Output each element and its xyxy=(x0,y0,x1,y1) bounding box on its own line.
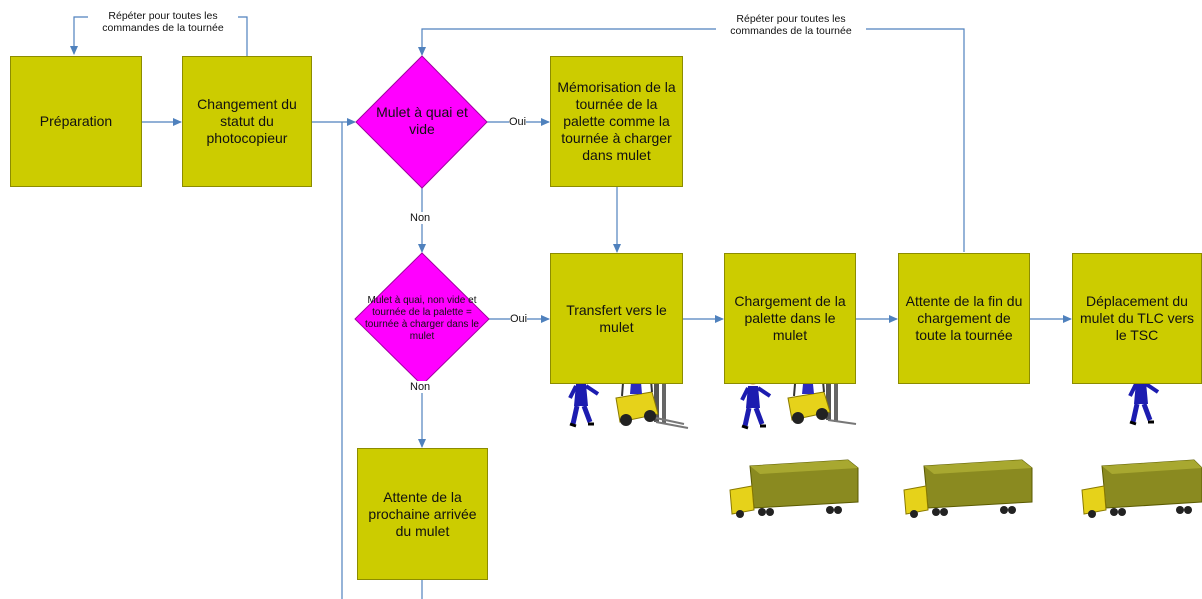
decision-2-label: Mulet à quai, non vide et tournée de la … xyxy=(365,295,479,342)
edge-label-oui-1: Oui xyxy=(509,116,527,128)
edge-label-non-2: Non xyxy=(410,381,431,393)
loop-repeat-top xyxy=(418,28,965,252)
truck-icon xyxy=(729,459,859,518)
edge-label-non-1: Non xyxy=(410,212,431,224)
decision-1-label: Mulet à quai et vide xyxy=(376,104,468,137)
node-transfert: Transfert vers le mulet xyxy=(550,253,683,384)
edge-label-oui-2: Oui xyxy=(510,313,528,325)
node-changement-statut: Changement du statut du photocopieur xyxy=(182,56,312,187)
node-chargement: Chargement de la palette dans le mulet xyxy=(724,253,856,384)
node-deplacement: Déplacement du mulet du TLC vers le TSC xyxy=(1072,253,1202,384)
repeat-note-top: Répéter pour toutes les commandes de la … xyxy=(716,13,866,37)
truck-icon xyxy=(1081,459,1202,518)
repeat-note-left: Répéter pour toutes les commandes de la … xyxy=(88,10,238,34)
node-attente-arrivee: Attente de la prochaine arrivée du mulet xyxy=(357,448,488,580)
node-memorisation: Mémorisation de la tournée de la palette… xyxy=(550,56,683,187)
node-preparation: Préparation xyxy=(10,56,142,187)
node-attente-fin: Attente de la fin du chargement de toute… xyxy=(898,253,1030,384)
decision-diamond-1 xyxy=(355,55,488,189)
truck-icon xyxy=(903,459,1033,518)
